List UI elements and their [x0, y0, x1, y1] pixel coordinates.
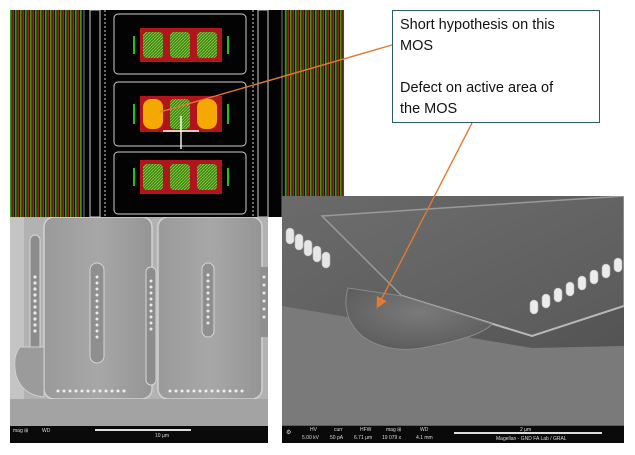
sem-top-view-drawing: [10, 217, 268, 426]
callout-line-3: Defect on active area of: [400, 80, 554, 96]
arrow-to-layout: [159, 44, 393, 113]
mag-value: 19 079 x: [382, 435, 402, 441]
arrow-to-defect: [376, 122, 473, 309]
mos-layout-drawing: [10, 10, 344, 217]
wd-label: WD: [420, 427, 429, 433]
sem-top-view-image: mag ⊞ WD 10 µm: [10, 217, 268, 443]
hv-value: 5.00 kV: [302, 435, 319, 441]
curr-label: curr: [334, 427, 343, 433]
sem-right-scale-label: 2 µm: [520, 427, 532, 433]
sem-tilted-view-drawing: [282, 196, 624, 425]
sem-right-databar: ⚙ HV 5.00 kV curr 50 pA HFW 6.71 µm mag …: [282, 426, 624, 443]
mos-row-bottom: [133, 160, 229, 194]
sem-right-scale-bar: [454, 432, 602, 434]
sem-left-databar: mag ⊞ WD 10 µm: [10, 426, 268, 443]
wd-value: 4.1 mm: [416, 435, 433, 441]
mag-label: mag ⊞: [386, 427, 402, 433]
sem-tilted-view-image: ⚙ HV 5.00 kV curr 50 pA HFW 6.71 µm mag …: [282, 196, 624, 443]
highlighted-contact-left: [143, 99, 163, 129]
layout-view-panel: [10, 10, 344, 217]
mos-row-top: [133, 28, 229, 62]
hfw-label: HFW: [360, 427, 372, 433]
callout-line-2: MOS: [400, 38, 434, 54]
sem-left-scale-label: 10 µm: [155, 433, 169, 439]
fei-logo-icon: ⚙: [286, 430, 292, 436]
callout-box: Short hypothesis on this MOS Defect on a…: [392, 10, 600, 123]
defect-bulge-topview: [14, 346, 45, 398]
highlighted-contact-right: [197, 99, 217, 129]
curr-value: 50 pA: [330, 435, 344, 441]
callout-line-4: the MOS: [400, 101, 458, 117]
mos-row-suspect: [133, 96, 229, 149]
callout-line-1: Short hypothesis on this: [400, 17, 555, 33]
sem-left-mag-label: mag ⊞: [13, 428, 29, 434]
sem-left-wd-label: WD: [42, 428, 51, 434]
left-metal-stripes: [10, 10, 82, 217]
hv-label: HV: [310, 427, 317, 433]
hfw-value: 6.71 µm: [354, 435, 373, 441]
sem-left-scale-bar: [95, 429, 191, 431]
lab-label: Magellan - GND FA Lab / GRAL: [496, 436, 567, 442]
right-metal-stripes: [284, 10, 344, 217]
